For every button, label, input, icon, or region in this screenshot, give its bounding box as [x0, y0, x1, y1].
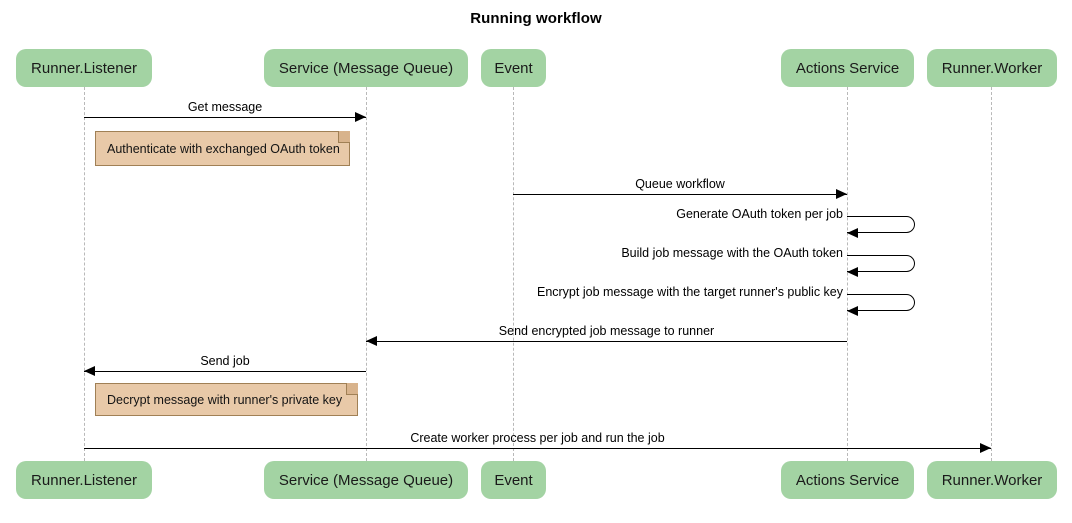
arrowhead-generate-oauth-token [847, 228, 858, 238]
participant-event-bottom[interactable]: Event [481, 461, 546, 499]
participant-event-top[interactable]: Event [481, 49, 546, 87]
arrowhead-create-worker-process [980, 443, 991, 453]
self-loop-generate-oauth-token [847, 216, 915, 233]
diagram-title: Running workflow [470, 10, 602, 27]
self-loop-build-job-message [847, 255, 915, 272]
note-authenticate-note: Authenticate with exchanged OAuth token [95, 131, 350, 166]
participant-actions-service-top[interactable]: Actions Service [781, 49, 914, 87]
message-label-send-job: Send job [200, 354, 250, 368]
arrowhead-send-encrypted-job-message [366, 336, 377, 346]
participant-runner-worker-bottom[interactable]: Runner.Worker [927, 461, 1057, 499]
note-text: Authenticate with exchanged OAuth token [107, 141, 340, 156]
participant-label: Actions Service [795, 471, 900, 489]
note-decrypt-note: Decrypt message with runner's private ke… [95, 383, 358, 416]
participant-label: Runner.Worker [941, 59, 1043, 77]
participant-service-message-queue-top[interactable]: Service (Message Queue) [264, 49, 468, 87]
message-line-queue-workflow [513, 194, 847, 195]
message-label-send-encrypted-job-message: Send encrypted job message to runner [498, 324, 715, 338]
participant-label: Service (Message Queue) [278, 59, 454, 77]
participant-label: Runner.Listener [31, 59, 137, 77]
arrowhead-encrypt-job-message [847, 306, 858, 316]
message-line-create-worker-process [84, 448, 991, 449]
lifeline-event [513, 87, 514, 461]
participant-label: Actions Service [795, 59, 900, 77]
lifeline-service-message-queue [366, 87, 367, 461]
self-message-label-generate-oauth-token: Generate OAuth token per job [676, 207, 843, 221]
participant-label: Event [494, 59, 533, 77]
participant-actions-service-bottom[interactable]: Actions Service [781, 461, 914, 499]
self-loop-encrypt-job-message [847, 294, 915, 311]
participant-label: Service (Message Queue) [278, 471, 454, 489]
participant-label: Runner.Worker [941, 471, 1043, 489]
lifeline-runner-worker [991, 87, 992, 461]
participant-runner-listener-top[interactable]: Runner.Listener [16, 49, 152, 87]
message-line-send-encrypted-job-message [366, 341, 847, 342]
message-label-create-worker-process: Create worker process per job and run th… [410, 431, 665, 445]
participant-label: Event [494, 471, 533, 489]
participant-runner-worker-top[interactable]: Runner.Worker [927, 49, 1057, 87]
self-message-label-encrypt-job-message: Encrypt job message with the target runn… [536, 285, 843, 299]
message-label-get-message: Get message [187, 100, 263, 114]
self-message-label-build-job-message: Build job message with the OAuth token [621, 246, 843, 260]
arrowhead-build-job-message [847, 267, 858, 277]
lifeline-runner-listener [84, 87, 85, 461]
participant-runner-listener-bottom[interactable]: Runner.Listener [16, 461, 152, 499]
note-fold-corner-icon [338, 131, 350, 143]
arrowhead-get-message [355, 112, 366, 122]
arrowhead-queue-workflow [836, 189, 847, 199]
arrowhead-send-job [84, 366, 95, 376]
participant-label: Runner.Listener [31, 471, 137, 489]
message-label-queue-workflow: Queue workflow [635, 177, 725, 191]
message-line-send-job [84, 371, 366, 372]
message-line-get-message [84, 117, 366, 118]
note-fold-corner-icon [346, 383, 358, 395]
note-text: Decrypt message with runner's private ke… [107, 392, 343, 407]
participant-service-message-queue-bottom[interactable]: Service (Message Queue) [264, 461, 468, 499]
